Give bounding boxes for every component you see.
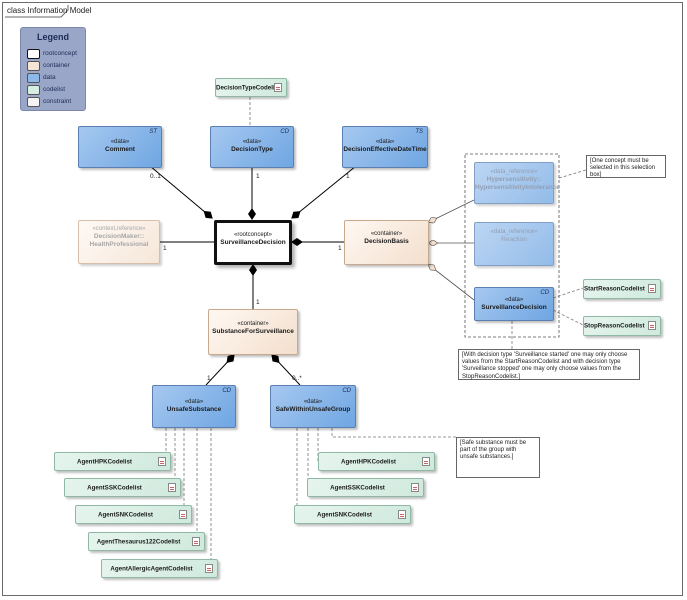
dep-start-reason: [552, 287, 584, 299]
selection-box: [464, 153, 560, 338]
legend-swatch: [27, 85, 40, 95]
codelist-icon: [648, 321, 656, 330]
agg-hypersensitivity: [429, 199, 475, 222]
codelist-icon: [411, 482, 419, 492]
note-link-safe: [331, 428, 456, 438]
note-safe-substance-rule: [Safe substance must be part of the grou…: [456, 437, 540, 478]
codelist-icon: [205, 563, 213, 573]
legend: Legend rootconcept container data codeli…: [20, 27, 86, 111]
decision-effective-datetime-class[interactable]: TS «data» DecisionEffectiveDateTime: [342, 126, 428, 168]
surveillance-decision-root[interactable]: «rootconcept» SurveillanceDecision: [214, 220, 292, 265]
comp-comment: [149, 165, 213, 219]
left-agent-snk-codelist[interactable]: AgentSNKCodelist: [75, 505, 192, 524]
legend-swatch: [27, 61, 40, 71]
surveillance-decision-data[interactable]: CD «data» SurveillanceDecision: [474, 287, 554, 321]
hypersensitivity-reference[interactable]: «data_reference» Hypersensitivity:: Hype…: [474, 162, 560, 204]
codelist-icon: [648, 284, 656, 293]
multiplicity-safe: 0..*: [292, 375, 302, 382]
decision-type-codelist[interactable]: DecisionTypeCodelist: [215, 78, 287, 97]
legend-swatch: [27, 49, 40, 59]
reaction-reference[interactable]: «data_reference» Reaction: [474, 222, 554, 266]
comment-class[interactable]: ST «data» Comment: [78, 126, 162, 168]
multiplicity-decision-basis: 1: [338, 245, 342, 252]
substance-for-surveillance-class[interactable]: «container» SubstanceForSurveillance: [208, 309, 298, 355]
comp-safe: [271, 354, 301, 386]
agg-surveillance: [429, 265, 475, 301]
legend-swatch: [27, 73, 40, 83]
decision-type-class[interactable]: CD «data» DecisionType: [210, 126, 294, 168]
multiplicity-decision-maker: 1: [163, 245, 167, 252]
note-decision-type-rule: [With decision type 'Surveillance starte…: [458, 349, 640, 380]
decision-maker-class[interactable]: «context,reference» DecisionMaker:: Heal…: [78, 220, 160, 264]
right-agent-ssk-codelist[interactable]: AgentSSKCodelist: [307, 478, 424, 497]
dep-stop-reason: [552, 309, 584, 326]
codelist-icon: [158, 456, 166, 466]
left-agent-allergic-agent-codelist[interactable]: AgentAllergicAgentCodelist: [101, 559, 218, 578]
note-link-selection: [558, 169, 587, 179]
frame-title: class Information Model: [7, 6, 92, 15]
comp-effective: [291, 165, 357, 219]
multiplicity-effective-date: 1: [346, 173, 350, 180]
multiplicity-substance: 1: [256, 299, 260, 306]
frame-tab: [5, 5, 69, 18]
left-agent-hpk-codelist[interactable]: AgentHPKCodelist: [54, 452, 171, 471]
right-agent-snk-codelist[interactable]: AgentSNKCodelist: [294, 505, 411, 524]
codelist-icon: [422, 456, 430, 466]
codelist-icon: [398, 509, 406, 519]
left-agent-thesaurus122-codelist[interactable]: AgentThesaurus122Codelist: [88, 532, 205, 551]
comp-unsafe: [205, 354, 235, 386]
legend-title: Legend: [36, 32, 69, 42]
right-agent-hpk-codelist[interactable]: AgentHPKCodelist: [318, 452, 435, 471]
legend-swatch: [27, 97, 40, 107]
stop-reason-codelist[interactable]: StopReasonCodelist: [583, 316, 661, 336]
multiplicity-decision-type: 1: [256, 173, 260, 180]
left-agent-ssk-codelist[interactable]: AgentSSKCodelist: [64, 478, 181, 497]
start-reason-codelist[interactable]: StartReasonCodelist: [583, 279, 661, 299]
codelist-icon: [192, 536, 200, 546]
multiplicity-comment: 0..1: [150, 173, 161, 180]
decision-basis-class[interactable]: «container» DecisionBasis: [344, 220, 429, 265]
multiplicity-unsafe: 1: [207, 375, 211, 382]
codelist-icon: [168, 482, 176, 492]
note-selection-box: [One concept must be selected in this se…: [586, 155, 666, 178]
codelist-icon: [179, 509, 187, 519]
codelist-icon: [274, 82, 282, 92]
safe-within-unsafe-group-class[interactable]: CD «data» SafeWithinUnsafeGroup: [270, 385, 356, 428]
unsafe-substance-class[interactable]: CD «data» UnsafeSubstance: [152, 385, 236, 428]
